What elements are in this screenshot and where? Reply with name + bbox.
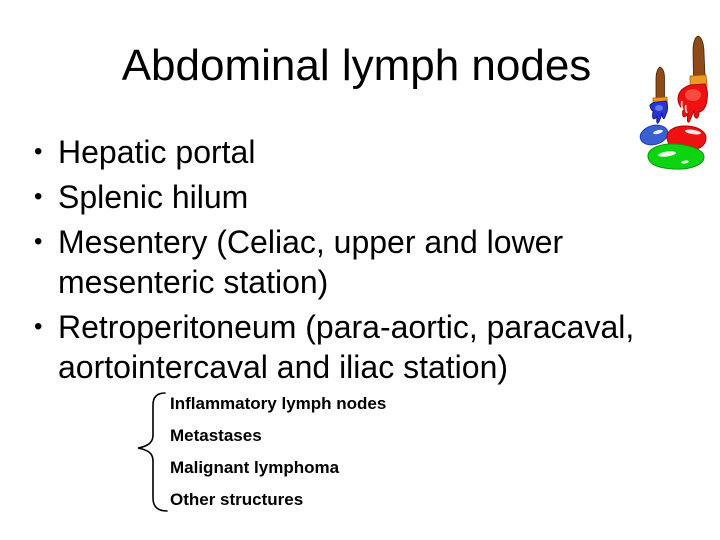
brace-item-inflammatory: Inflammatory lymph nodes — [170, 394, 387, 413]
paintbrush-large-handle-icon — [692, 35, 706, 77]
brace-item-metastases: Metastases — [170, 426, 262, 445]
paintbrush-small-bristle-sheen — [655, 105, 663, 111]
paint-blob-blue-highlight — [653, 129, 663, 135]
paint-blob-green-icon — [647, 143, 705, 170]
bullet-item-retroperitoneum: • Retroperitoneum (para-aortic, paracava… — [34, 307, 658, 387]
bullet-marker: • — [34, 228, 43, 255]
paintbrush-small-handle-icon — [655, 66, 665, 99]
paintbrush-small-bristles-icon — [649, 100, 668, 124]
bullet-list: • Hepatic portal • Splenic hilum • Mesen… — [34, 132, 658, 392]
bullet-marker: • — [34, 313, 43, 340]
brace-item-list: Inflammatory lymph nodes Metastases Mali… — [170, 388, 386, 516]
bullet-text: Retroperitoneum (para-aortic, paracaval,… — [58, 309, 635, 385]
paintbrush-large-white-streaks — [680, 100, 688, 114]
bullet-item-hepatic-portal: • Hepatic portal — [34, 132, 658, 172]
paint-blobs — [639, 124, 707, 170]
bullet-text: Mesentery (Celiac, upper and lower mesen… — [58, 224, 564, 300]
brace-item-other-structures: Other structures — [170, 490, 304, 509]
bullet-text: Hepatic portal — [58, 134, 256, 170]
paintbrush-small — [649, 66, 668, 124]
bullet-text: Splenic hilum — [58, 179, 249, 215]
paintbrush-large — [677, 35, 708, 123]
curly-brace-path — [137, 392, 168, 512]
bullet-item-splenic-hilum: • Splenic hilum — [34, 177, 658, 217]
bullet-marker: • — [34, 183, 43, 210]
paintbrush-clipart-icon — [639, 35, 708, 170]
paint-blob-red-highlight — [685, 129, 701, 135]
curly-brace — [137, 392, 168, 512]
slide-title: Abdominal lymph nodes — [121, 41, 592, 90]
brace-item-malignant-lymphoma: Malignant lymphoma — [170, 458, 340, 477]
paint-blob-green-highlight — [658, 151, 676, 157]
paint-blob-green-highlight-small — [681, 160, 689, 164]
bullet-marker: • — [34, 138, 43, 165]
paintbrush-large-bristle-sheen — [685, 89, 701, 101]
bullet-item-mesentery: • Mesentery (Celiac, upper and lower mes… — [34, 222, 658, 302]
